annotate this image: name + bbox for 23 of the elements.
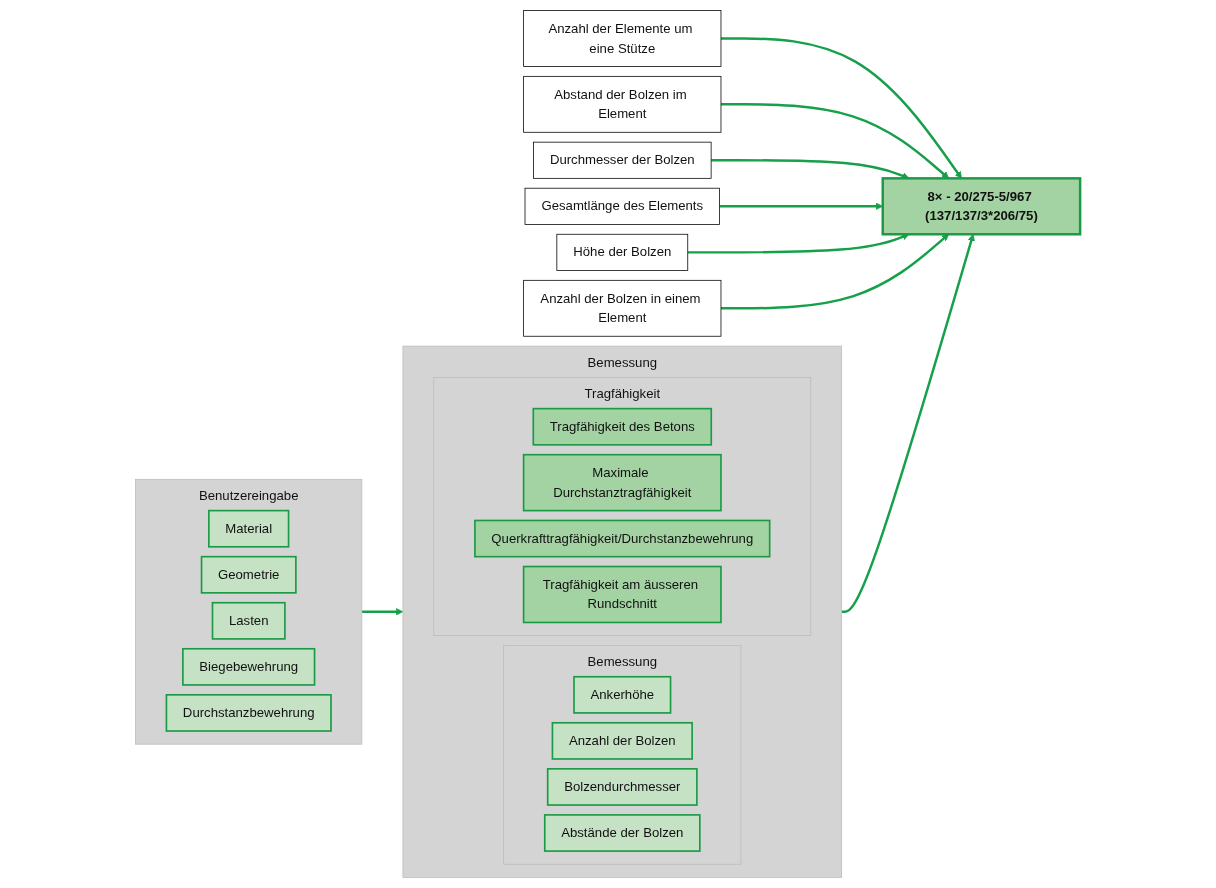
node-box: Abstände der Bolzen <box>544 814 701 852</box>
node-box: Anzahl der Bolzen in einem Element <box>523 279 722 337</box>
node-box: Biegebewehrung <box>182 647 316 686</box>
node-box: Geometrie <box>200 555 297 594</box>
node-box: Abstand der Bolzen im Element <box>523 75 722 133</box>
node-box: Querkrafttragfähigkeit/Durchstanzbewehrung <box>474 519 771 558</box>
node-box: Tragfähigkeit des Betons <box>532 407 713 446</box>
node-box: Ankerhöhe <box>573 675 672 714</box>
arrow <box>721 37 962 179</box>
node-box: Durchstanzbewehrung <box>165 694 332 732</box>
node-box: Material <box>208 509 290 548</box>
node-box: Maximale Durchstanztragfähigkeit <box>522 453 722 512</box>
arrow <box>721 103 950 179</box>
node-box: Lasten <box>211 601 286 640</box>
node-box: Bolzendurchmesser <box>547 768 698 806</box>
arrow <box>361 608 404 616</box>
node-box: Gesamtlänge des Elements <box>524 187 721 225</box>
node-box: Anzahl der Elemente um eine Stütze <box>523 10 722 67</box>
node-box: Durchmesser der Bolzen <box>533 141 712 179</box>
node-box: Anzahl der Bolzen <box>551 721 694 760</box>
node-box: Höhe der Bolzen <box>556 233 689 271</box>
node-box: Tragfähigkeit am äusseren Rundschnitt <box>522 565 722 624</box>
node-box: 8× - 20/275-5/967 (137/137/3*206/75) <box>881 177 1082 236</box>
